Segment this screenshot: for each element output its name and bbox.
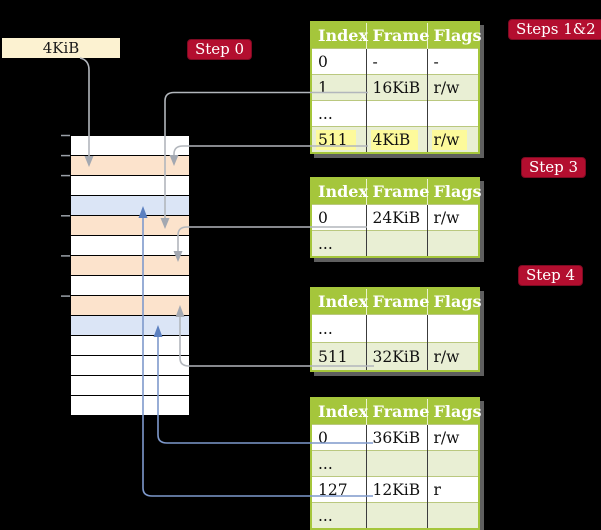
cell-flags: r/w [427, 204, 479, 231]
page-table-root: Index Frame Flags 0 - - 1 16KiB r/w ... … [310, 21, 482, 154]
highlight: 511 [316, 129, 356, 150]
memory-frame-row [71, 356, 189, 376]
table-row-ellipsis: ... [311, 450, 479, 477]
column-header-index: Index [311, 178, 368, 205]
table-header-row: Index Frame Flags [311, 288, 482, 315]
column-header-index: Index [311, 288, 368, 315]
memory-frame-row [71, 196, 189, 216]
memory-frame-row [71, 176, 189, 196]
cell-flags [427, 100, 479, 127]
badge-step-4: Step 4 [518, 265, 584, 286]
table-row-ellipsis: ... [311, 502, 479, 529]
cell-index: ... [311, 450, 367, 477]
table-row: 0 - - [311, 48, 479, 75]
badge-step-0: Step 0 [187, 39, 253, 60]
memory-tick-marks [61, 134, 70, 297]
badge-steps-1-2: Steps 1&2 [508, 19, 601, 40]
table-row-highlighted: 511 4KiB r/w [311, 126, 479, 153]
column-header-index: Index [311, 22, 368, 49]
table-row: 0 24KiB r/w [311, 204, 479, 231]
memory-frame-row [71, 156, 189, 176]
cell-flags [427, 230, 479, 257]
cell-index: ... [311, 230, 367, 257]
table-row-ellipsis: ... [311, 314, 479, 343]
page-table-level2-b: Index Frame Flags ... 511 32KiB r/w [310, 287, 482, 372]
cell-flags [427, 450, 479, 477]
page-table-leaf: Index Frame Flags 0 36KiB r/w ... 127 12… [310, 397, 482, 530]
memory-frame-row [71, 296, 189, 316]
memory-frame-row [71, 396, 189, 415]
cell-frame: 24KiB [366, 204, 428, 231]
cell-frame: 36KiB [366, 424, 428, 451]
memory-frame-row [71, 236, 189, 256]
cell-index: 127 [311, 476, 367, 503]
table-header-row: Index Frame Flags [311, 22, 482, 49]
column-header-flags: Flags [427, 22, 482, 49]
table-row: 0 36KiB r/w [311, 424, 479, 451]
column-header-frame: Frame [366, 288, 429, 315]
cell-frame: 16KiB [366, 74, 428, 101]
memory-frame-row [71, 316, 189, 336]
cell-flags: r/w [427, 342, 479, 371]
cell-flags: r/w [427, 74, 479, 101]
column-header-frame: Frame [366, 398, 429, 425]
memory-frame-row [71, 376, 189, 396]
column-header-index: Index [311, 398, 368, 425]
memory-frame-row [71, 336, 189, 356]
cell-index: 511 [311, 342, 367, 371]
page-table-level2-a: Index Frame Flags 0 24KiB r/w ... [310, 177, 482, 258]
frame-size-label: 4KiB [2, 38, 120, 58]
cell-frame: 32KiB [366, 342, 428, 371]
cell-index: 0 [311, 48, 367, 75]
cell-flags: - [427, 48, 479, 75]
highlight: r/w [431, 129, 468, 150]
table-header-row: Index Frame Flags [311, 398, 482, 425]
cell-frame [366, 450, 428, 477]
table-row-ellipsis: ... [311, 100, 479, 127]
memory-frame-row [71, 276, 189, 296]
badge-step-3: Step 3 [521, 157, 587, 178]
cell-flags: r/w [427, 424, 479, 451]
column-header-frame: Frame [366, 178, 429, 205]
cell-flags: r/w [427, 126, 479, 153]
table-row: 511 32KiB r/w [311, 342, 479, 371]
highlight: 4KiB [370, 129, 419, 150]
cell-flags [427, 314, 479, 343]
cell-index: 0 [311, 424, 367, 451]
cell-frame: 12KiB [366, 476, 428, 503]
memory-frame-row [71, 256, 189, 276]
cell-frame [366, 100, 428, 127]
table-row: 1 16KiB r/w [311, 74, 479, 101]
cell-frame [366, 314, 428, 343]
physical-memory-column [70, 135, 190, 416]
cell-flags: r [427, 476, 479, 503]
table-row-ellipsis: ... [311, 230, 479, 257]
column-header-flags: Flags [427, 288, 482, 315]
cell-frame: - [366, 48, 428, 75]
cell-flags [427, 502, 479, 529]
column-header-frame: Frame [366, 22, 429, 49]
cell-index: ... [311, 502, 367, 529]
cell-index: 511 [311, 126, 367, 153]
cell-index: ... [311, 100, 367, 127]
cell-frame [366, 502, 428, 529]
table-row: 127 12KiB r [311, 476, 479, 503]
cell-index: 0 [311, 204, 367, 231]
column-header-flags: Flags [427, 178, 482, 205]
cell-index: 1 [311, 74, 367, 101]
column-header-flags: Flags [427, 398, 482, 425]
memory-frame-row [71, 216, 189, 236]
table-header-row: Index Frame Flags [311, 178, 482, 205]
memory-frame-row [71, 136, 189, 156]
cell-frame: 4KiB [366, 126, 428, 153]
cell-frame [366, 230, 428, 257]
cell-index: ... [311, 314, 367, 343]
